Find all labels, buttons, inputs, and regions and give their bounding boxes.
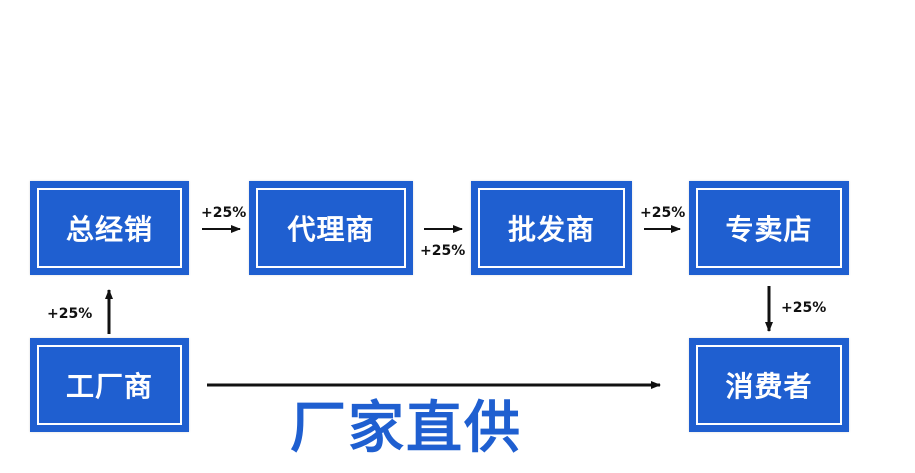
markup-agent-to-wholesaler: +25% bbox=[420, 243, 466, 259]
node-label: 总经销 bbox=[65, 213, 153, 246]
node-label: 工厂商 bbox=[65, 370, 153, 403]
direct-supply-label: 厂家直供 bbox=[290, 396, 522, 461]
node-factory: 工厂商 bbox=[30, 338, 189, 432]
node-agent: 代理商 bbox=[249, 181, 413, 275]
markup-store-to-consumer: +25% bbox=[781, 300, 827, 316]
node-label: 代理商 bbox=[287, 213, 375, 246]
markup-factory-to-general: +25% bbox=[47, 306, 93, 322]
markup-wholesaler-to-store: +25% bbox=[640, 205, 686, 221]
node-store: 专卖店 bbox=[689, 181, 849, 275]
node-general-distributor: 总经销 bbox=[30, 181, 189, 275]
node-label: 消费者 bbox=[725, 370, 813, 403]
node-consumer: 消费者 bbox=[689, 338, 849, 432]
node-label: 专卖店 bbox=[725, 213, 813, 246]
markup-general-to-agent: +25% bbox=[201, 205, 247, 221]
node-wholesaler: 批发商 bbox=[471, 181, 632, 275]
node-label: 批发商 bbox=[507, 213, 595, 246]
